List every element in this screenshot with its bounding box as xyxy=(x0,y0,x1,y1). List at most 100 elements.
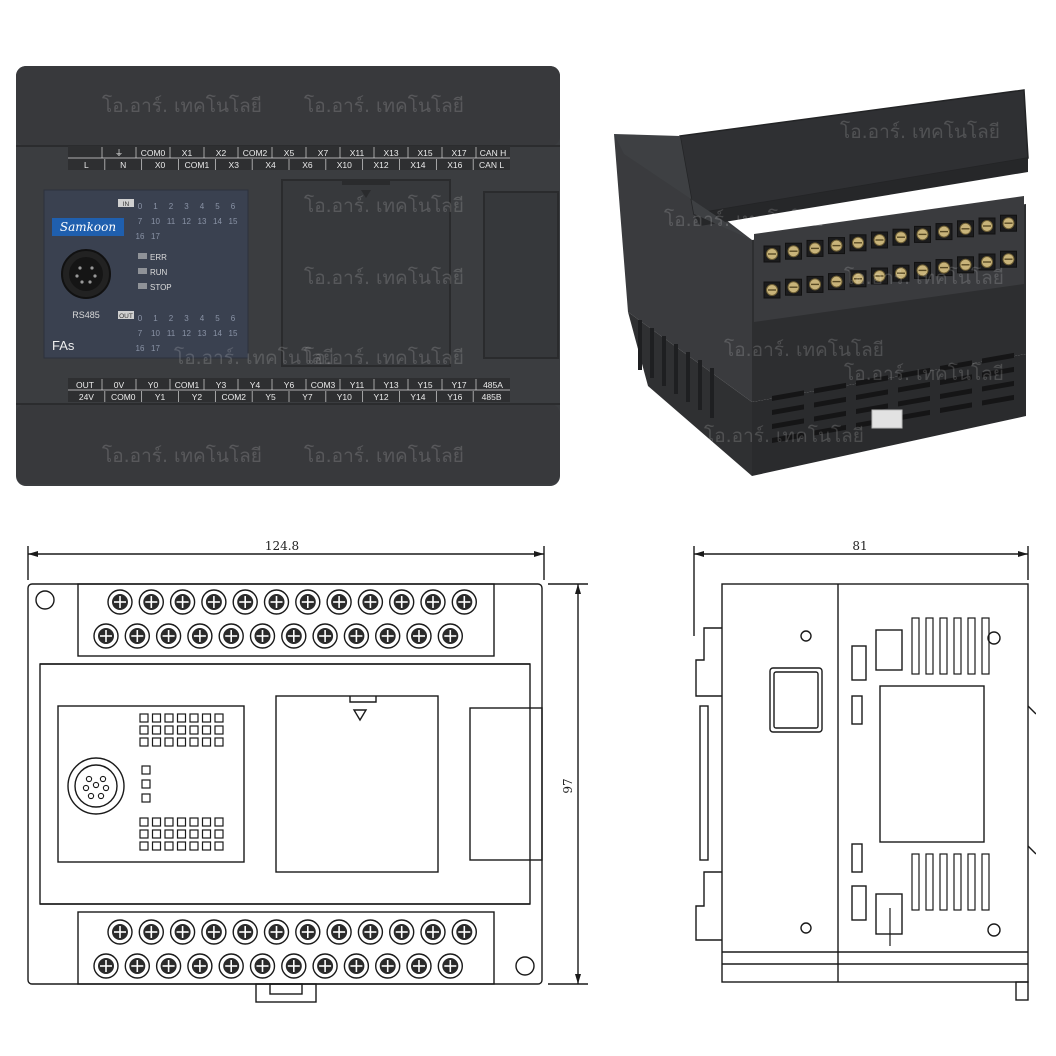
expansion-cover[interactable] xyxy=(281,179,451,367)
depth-dimension: 81 xyxy=(852,539,867,553)
input-led-number: 13 xyxy=(198,217,207,226)
input-led-number: 1 xyxy=(153,202,158,211)
terminal-label: COM2 xyxy=(221,392,246,402)
width-dimension: 124.8 xyxy=(265,539,299,553)
side-vent-slots xyxy=(638,320,714,418)
watermark: โอ.อาร์. เทคโนโลยี xyxy=(704,424,864,447)
terminal-label: X3 xyxy=(229,160,240,170)
terminal-label: COM2 xyxy=(243,148,268,158)
height-dimension: 97 xyxy=(561,778,575,793)
cover-arrow-icon xyxy=(361,190,371,198)
terminal-label: Y4 xyxy=(250,380,261,390)
side-dimension-drawing: 81 xyxy=(693,539,1036,1001)
side-drawing: 81 xyxy=(690,536,1036,1010)
watermark: โอ.อาร์. เทคโนโลยี xyxy=(840,120,1000,143)
watermark: โอ.อาร์. เทคโนโลยี xyxy=(844,362,1004,385)
terminal-screws xyxy=(763,214,1017,299)
input-led-number: 6 xyxy=(231,202,236,211)
output-led-number: 2 xyxy=(169,314,174,323)
terminal-label: X14 xyxy=(410,160,425,170)
output-led-number: 7 xyxy=(138,329,143,338)
terminal-label: Y5 xyxy=(265,392,276,402)
output-led-number: 0 xyxy=(138,314,143,323)
terminal-label: COM0 xyxy=(141,148,166,158)
output-led-number: 6 xyxy=(231,314,236,323)
watermark: โอ.อาร์. เทคโนโลยี xyxy=(174,346,334,369)
terminal-label: Y7 xyxy=(302,392,313,402)
top-rail xyxy=(16,66,560,146)
status-err: ERR xyxy=(150,253,167,262)
watermark: โอ.อาร์. เทคโนโลยี xyxy=(102,444,262,467)
drawing-terminal-screws xyxy=(93,589,477,979)
terminal-label: CAN H xyxy=(480,148,506,158)
terminal-label: 485A xyxy=(483,380,503,390)
output-led-number: 5 xyxy=(215,314,220,323)
terminal-label: 0V xyxy=(114,380,125,390)
brand-name: Samkoon xyxy=(60,220,116,234)
terminal-label: Y3 xyxy=(216,380,227,390)
watermark: โอ.อาร์. เทคโนโลยี xyxy=(304,444,464,467)
watermark: โอ.อาร์. เทคโนโลยี xyxy=(844,266,1004,289)
side-cover xyxy=(483,191,559,359)
terminal-label: Y10 xyxy=(337,392,352,402)
output-led-number: 1 xyxy=(153,314,158,323)
output-led-number: 3 xyxy=(184,314,189,323)
input-led-number: 0 xyxy=(138,202,143,211)
output-led-number: 17 xyxy=(151,344,160,353)
terminal-label: Y13 xyxy=(383,380,398,390)
terminal-label: COM1 xyxy=(175,380,200,390)
terminal-label: Y11 xyxy=(350,380,365,390)
drawing-port-pins xyxy=(82,775,110,800)
terminal-label: X11 xyxy=(350,148,365,158)
front-drawing: 124.8 97 xyxy=(20,536,592,1010)
watermark: โอ.อาร์. เทคโนโลยี xyxy=(304,94,464,117)
terminal-label: COM1 xyxy=(185,160,210,170)
terminal-label: X15 xyxy=(417,148,432,158)
input-led-number: 3 xyxy=(184,202,189,211)
status-run: RUN xyxy=(150,268,168,277)
terminal-label: X1 xyxy=(182,148,193,158)
terminal-label: X6 xyxy=(302,160,313,170)
terminal-label: Y6 xyxy=(284,380,295,390)
angled-photo: โอ.อาร์. เทคโนโลยี โอ.อาร์. เทคโนโลยี โอ… xyxy=(604,84,1044,486)
output-led-number: 11 xyxy=(167,329,176,338)
terminal-label: Y14 xyxy=(410,392,425,402)
terminal-label: CAN L xyxy=(479,160,504,170)
terminal-label: Y15 xyxy=(417,380,432,390)
drawing-led-grid xyxy=(139,713,224,851)
output-led-number: 16 xyxy=(136,344,145,353)
bottom-rail xyxy=(16,404,560,484)
terminal-label: X4 xyxy=(265,160,276,170)
terminal-label: X7 xyxy=(318,148,329,158)
output-led-number: 13 xyxy=(198,329,207,338)
terminal-label: X12 xyxy=(374,160,389,170)
input-led-number: 2 xyxy=(169,202,174,211)
in-tag: IN xyxy=(123,201,130,208)
din-clip[interactable] xyxy=(871,409,903,429)
status-stop: STOP xyxy=(150,283,172,292)
input-led-number: 12 xyxy=(182,217,191,226)
terminal-label: N xyxy=(120,160,126,170)
brand-badge xyxy=(52,218,124,236)
terminal-label: X2 xyxy=(216,148,227,158)
output-led-number: 14 xyxy=(213,329,222,338)
input-led-number: 14 xyxy=(213,217,222,226)
terminal-label: L xyxy=(84,160,89,170)
side-drawing-vents xyxy=(889,617,990,946)
terminal-label: 485B xyxy=(482,392,502,402)
terminal-label: Y1 xyxy=(155,392,166,402)
terminal-label: Y0 xyxy=(148,380,159,390)
terminal-label: X16 xyxy=(447,160,462,170)
front-dimension-drawing: 124.8 97 xyxy=(27,539,588,1003)
watermark: โอ.อาร์. เทคโนโลยี xyxy=(304,266,464,289)
port-label: RS485 xyxy=(72,310,100,320)
terminal-label: Y16 xyxy=(447,392,462,402)
watermark: โอ.อาร์. เทคโนโลยี xyxy=(304,346,464,369)
terminal-label: OUT xyxy=(76,380,94,390)
